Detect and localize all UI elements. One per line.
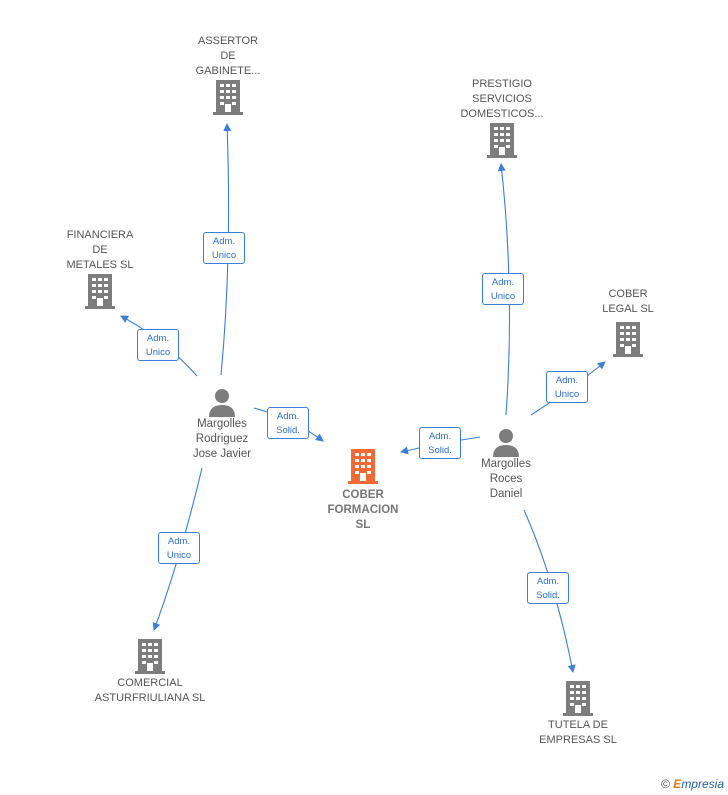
company-label: FINANCIERA DE METALES SL	[66, 229, 134, 271]
building-icon	[563, 681, 593, 716]
person-node-margolles-roces[interactable]: Margolles Roces Daniel	[456, 427, 556, 502]
company-label: COMERCIAL ASTURFRIULIANA SL	[94, 677, 206, 704]
person-label: Margolles Rodriguez Jose Javier	[192, 418, 252, 460]
edge-label-roces-tutela[interactable]: Adm. Solid.	[527, 572, 569, 604]
company-node-tutela[interactable]: TUTELA DE EMPRESAS SL	[518, 680, 638, 748]
building-icon	[487, 123, 517, 158]
company-node-cober-formacion[interactable]: COBER FORMACION SL	[313, 448, 413, 533]
person-node-margolles-rodriguez[interactable]: Margolles Rodriguez Jose Javier	[172, 387, 272, 462]
company-node-cober-legal[interactable]: COBER LEGAL SL	[578, 287, 678, 357]
company-label: PRESTIGIO SERVICIOS DOMESTICOS...	[460, 78, 544, 120]
role-text: Adm.	[212, 236, 236, 247]
role-type-text: Unico	[211, 250, 237, 261]
company-node-financiera[interactable]: FINANCIERA DE METALES SL	[40, 228, 160, 309]
role-type-text: Solid.	[536, 590, 560, 601]
edge-label-rodriguez-financiera[interactable]: Adm. Unico	[137, 329, 179, 361]
role-type-text: Solid.	[276, 425, 300, 436]
role-text: Adm.	[491, 277, 515, 288]
building-icon	[135, 639, 165, 674]
building-icon	[85, 274, 115, 309]
role-text: Adm.	[167, 536, 191, 547]
role-text: Adm.	[146, 333, 170, 344]
role-type-text: Unico	[166, 550, 192, 561]
company-node-assertor[interactable]: ASSERTOR DE GABINETE...	[168, 34, 288, 115]
person-label: Margolles Roces Daniel	[481, 458, 531, 500]
person-icon	[209, 389, 235, 417]
main-company-label: COBER FORMACION SL	[327, 489, 399, 531]
role-text: Adm.	[428, 431, 452, 442]
role-type-text: Unico	[554, 389, 580, 400]
person-icon	[493, 429, 519, 457]
building-icon	[348, 449, 378, 484]
role-text: Adm.	[555, 375, 579, 386]
company-label: COBER LEGAL SL	[602, 288, 654, 315]
company-node-comercial[interactable]: COMERCIAL ASTURFRIULIANA SL	[80, 638, 220, 706]
edge-label-rodriguez-cober-formacion[interactable]: Adm. Solid.	[267, 407, 309, 439]
edge-label-rodriguez-assertor[interactable]: Adm. Unico	[203, 232, 245, 264]
company-label: ASSERTOR DE GABINETE...	[195, 35, 261, 77]
role-type-text: Unico	[145, 347, 171, 358]
company-node-prestigio[interactable]: PRESTIGIO SERVICIOS DOMESTICOS...	[442, 77, 562, 158]
company-label: TUTELA DE EMPRESAS SL	[539, 719, 617, 746]
edge-label-rodriguez-comercial[interactable]: Adm. Unico	[158, 532, 200, 564]
role-type-text: Solid.	[428, 445, 452, 456]
edge-label-roces-cober-legal[interactable]: Adm. Unico	[546, 371, 588, 403]
role-type-text: Unico	[490, 291, 516, 302]
footer-brand: © Empresia	[661, 777, 724, 791]
copyright-symbol: ©	[661, 777, 670, 791]
brand-logo-text: mpresia	[681, 777, 724, 791]
edge-label-roces-prestigio[interactable]: Adm. Unico	[482, 273, 524, 305]
building-icon	[613, 322, 643, 357]
edge-label-roces-cober-formacion[interactable]: Adm. Solid.	[419, 427, 461, 459]
role-text: Adm.	[536, 576, 560, 587]
role-text: Adm.	[276, 411, 300, 422]
brand-logo-initial: E	[673, 777, 682, 791]
building-icon	[213, 80, 243, 115]
